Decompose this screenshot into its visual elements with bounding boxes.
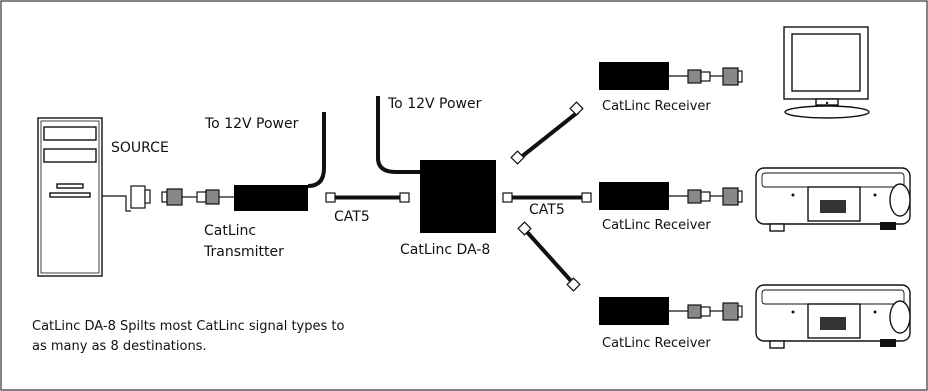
source-label: SOURCE: [111, 140, 169, 156]
receiver-3-label: CatLinc Receiver: [602, 336, 711, 351]
cat5-label-left: CAT5: [334, 209, 370, 225]
projector-2: [755, 284, 911, 349]
da8-label: CatLinc DA-8: [400, 242, 490, 258]
monitor: [783, 26, 870, 119]
power-cable-right: [376, 96, 420, 174]
receiver-3-connector: [669, 302, 743, 321]
receiver-2-label: CatLinc Receiver: [602, 218, 711, 233]
power-label-left: To 12V Power: [204, 116, 299, 132]
transmitter-device: [234, 185, 308, 211]
output-cable-lower: [517, 221, 581, 292]
caption-line-2: as many as 8 destinations.: [32, 339, 207, 354]
receiver-2-connector: [669, 187, 743, 206]
power-cable-left: [307, 112, 326, 188]
receiver-1-connector: [669, 67, 743, 86]
receiver-3-device: [599, 297, 669, 325]
projector-1: [755, 167, 911, 232]
power-label-right: To 12V Power: [387, 96, 482, 112]
receiver-1-label: CatLinc Receiver: [602, 99, 711, 114]
output-cable-middle: [502, 192, 592, 203]
transmitter-input-plug: [161, 188, 234, 206]
da8-device: [420, 160, 496, 233]
output-cable-upper: [510, 101, 584, 165]
transmitter-label-line2: Transmitter: [203, 244, 284, 260]
cat5-cable-left: [325, 192, 410, 203]
transmitter-label-line1: CatLinc: [204, 223, 256, 239]
cat5-label-right: CAT5: [529, 202, 565, 218]
source-output-connector: [102, 185, 151, 212]
source-computer: [37, 117, 103, 277]
receiver-1-device: [599, 62, 669, 90]
receiver-2-device: [599, 182, 669, 210]
caption-line-1: CatLinc DA-8 Spilts most CatLinc signal …: [32, 319, 344, 334]
